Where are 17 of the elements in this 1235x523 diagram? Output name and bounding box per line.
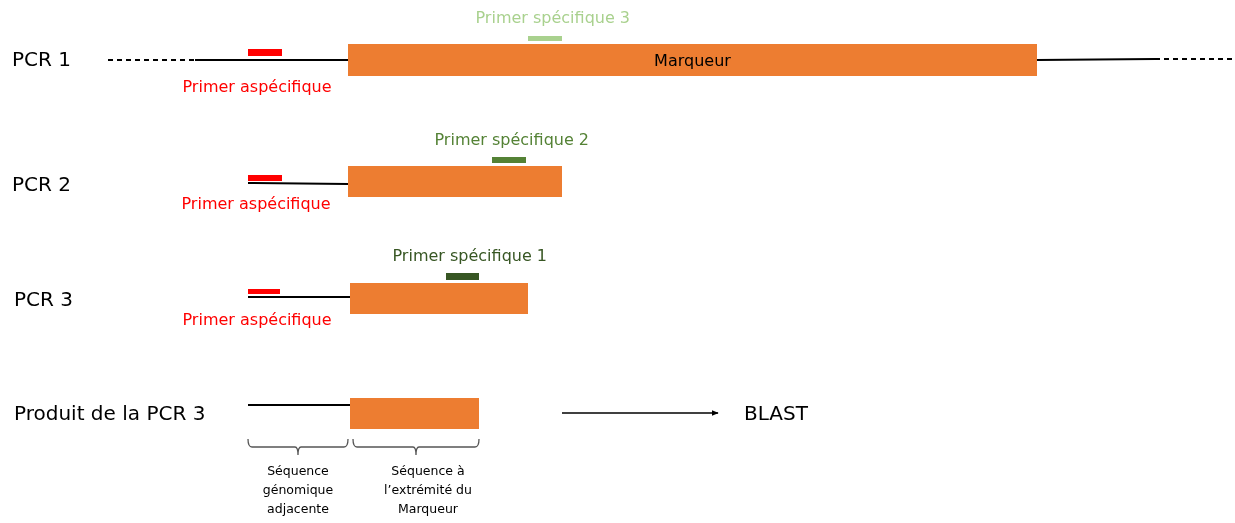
primer-label: Primer spécifique 3 [475,8,631,28]
bar-label: Marqueur [654,50,731,70]
row-label: PCR 2 [12,172,71,196]
segment-caption: Séquence génomique adjacente [261,462,335,518]
row-label: PCR 3 [14,287,73,311]
primer-label: Primer aspécifique [182,310,332,330]
sequence-bar [350,283,528,314]
sequence-bar [348,166,562,197]
primer-label: Primer aspécifique [182,77,332,97]
result-label: BLAST [738,399,814,427]
primer-label: Primer aspécifique [181,194,331,214]
arrow [561,410,719,416]
sequence-bar [350,398,479,429]
sequence-bar [348,44,1037,76]
segment-caption: Séquence à l’extrémité du Marqueur [383,462,473,518]
row-label: Produit de la PCR 3 [14,401,206,425]
row-label: PCR 1 [12,47,71,71]
